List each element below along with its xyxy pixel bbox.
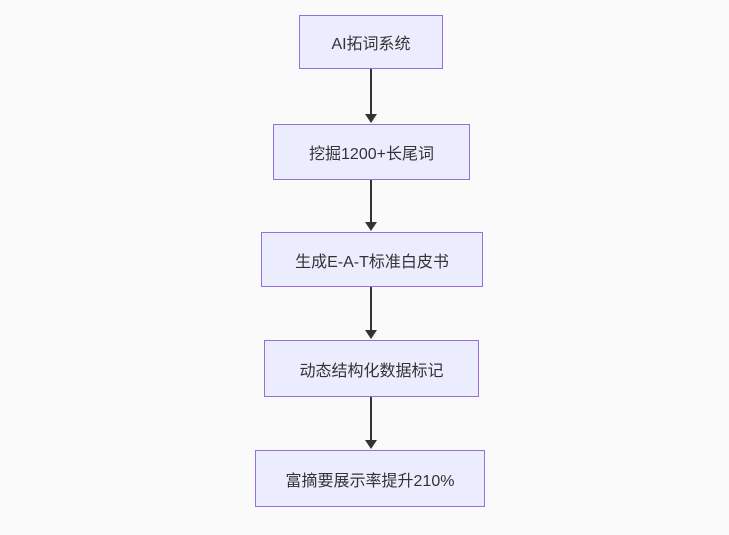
arrowhead-down-icon bbox=[365, 440, 377, 449]
flow-node-label: 生成E-A-T标准白皮书 bbox=[295, 253, 449, 271]
arrow-shaft bbox=[370, 287, 372, 330]
edge-arrow-1 bbox=[364, 69, 378, 123]
flow-node-label: 挖掘1200+长尾词 bbox=[309, 146, 434, 163]
flow-node-label: AI拓词系统 bbox=[331, 36, 411, 53]
flow-node-longtail-mining: 挖掘1200+长尾词 bbox=[273, 124, 470, 180]
arrow-shaft bbox=[370, 397, 372, 440]
arrowhead-down-icon bbox=[365, 114, 377, 123]
arrowhead-down-icon bbox=[365, 330, 377, 339]
flow-node-ai-keyword-system: AI拓词系统 bbox=[299, 15, 443, 69]
flow-node-label: 动态结构化数据标记 bbox=[299, 362, 444, 380]
flow-node-label: 富摘要展示率提升210% bbox=[285, 472, 455, 490]
arrowhead-down-icon bbox=[365, 222, 377, 231]
arrow-shaft bbox=[370, 180, 372, 222]
flow-node-rich-snippet-rate: 富摘要展示率提升210% bbox=[255, 450, 485, 507]
flow-node-eat-whitepaper: 生成E-A-T标准白皮书 bbox=[261, 232, 483, 287]
arrow-shaft bbox=[370, 69, 372, 114]
edge-arrow-3 bbox=[364, 287, 378, 339]
flow-node-structured-data-markup: 动态结构化数据标记 bbox=[264, 340, 479, 397]
edge-arrow-4 bbox=[364, 397, 378, 449]
edge-arrow-2 bbox=[364, 180, 378, 231]
